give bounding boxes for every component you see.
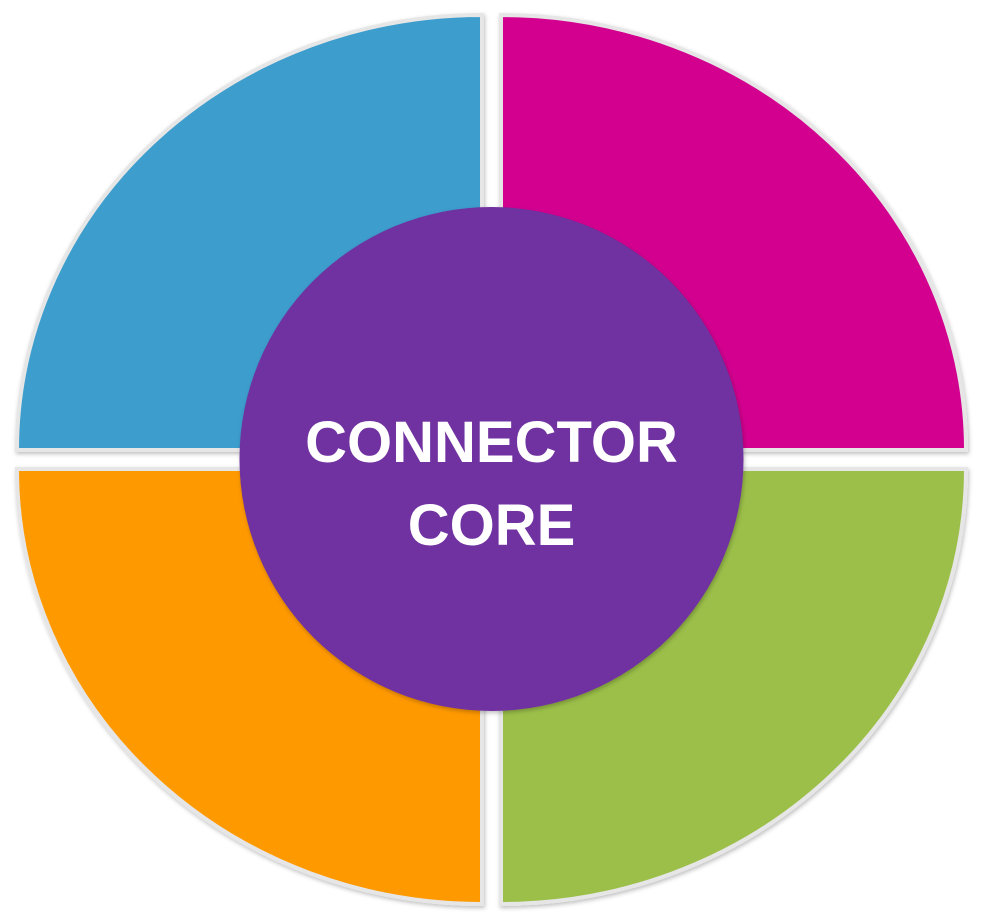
center-circle bbox=[239, 207, 744, 711]
center-label-line-1: CONNECTOR bbox=[305, 410, 678, 475]
center-label-line-2: CORE bbox=[408, 493, 576, 558]
